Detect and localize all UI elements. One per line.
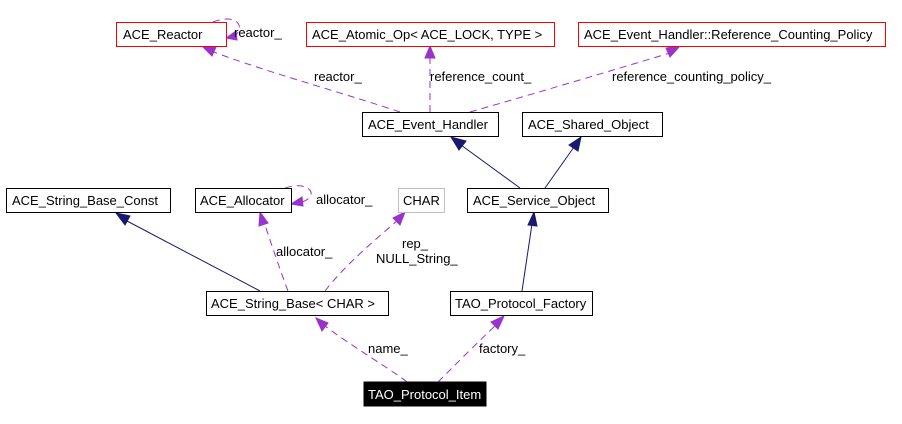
node-reference-counting-policy[interactable]: ACE_Event_Handler::Reference_Counting_Po… xyxy=(578,22,886,47)
node-ace-reactor[interactable]: ACE_Reactor xyxy=(116,22,227,47)
edge-label-allocator-self: allocator_ xyxy=(316,192,373,207)
edge-label-null-string: NULL_String_ xyxy=(376,251,458,266)
node-ace-string-base[interactable]: ACE_String_Base< CHAR > xyxy=(206,291,389,316)
node-label: ACE_Shared_Object xyxy=(528,117,649,132)
node-label: TAO_Protocol_Factory xyxy=(455,296,587,311)
edge-label-reactor-self: reactor_ xyxy=(234,25,282,40)
edge-allocator xyxy=(258,210,289,292)
edge-inherit-service-object xyxy=(521,210,538,292)
edge-inherit-event-handler xyxy=(449,136,521,189)
edge-label-reactor: reactor_ xyxy=(314,69,362,84)
node-label: ACE_String_Base_Const xyxy=(12,193,158,208)
edge-label-rep: rep_ xyxy=(402,236,429,251)
node-label: ACE_Allocator xyxy=(200,193,285,208)
node-label: TAO_Protocol_Item xyxy=(368,387,481,402)
node-ace-event-handler[interactable]: ACE_Event_Handler xyxy=(362,112,499,137)
edge-reference-count xyxy=(424,44,436,112)
node-label: ACE_Reactor xyxy=(123,27,203,42)
edge-label-reference-counting-policy: reference_counting_policy_ xyxy=(612,69,772,84)
edge-label-reference-count: reference_count_ xyxy=(430,69,532,84)
edge-inherit-string-base-const xyxy=(114,212,261,292)
edge-reactor-self xyxy=(212,18,240,41)
node-label: CHAR xyxy=(403,193,440,208)
node-ace-service-object[interactable]: ACE_Service_Object xyxy=(467,188,609,213)
edge-allocator-self xyxy=(284,185,312,207)
node-tao-protocol-item: TAO_Protocol_Item xyxy=(363,381,487,407)
edge-inherit-shared-object xyxy=(544,135,582,189)
edge-label-allocator: allocator_ xyxy=(276,244,333,259)
node-ace-allocator[interactable]: ACE_Allocator xyxy=(195,188,292,213)
node-label: ACE_Event_Handler xyxy=(368,117,489,132)
node-ace-string-base-const[interactable]: ACE_String_Base_Const xyxy=(6,188,171,213)
edge-reactor xyxy=(200,45,401,113)
node-ace-shared-object[interactable]: ACE_Shared_Object xyxy=(522,112,663,137)
edge-label-factory: factory_ xyxy=(479,341,526,356)
node-char[interactable]: CHAR xyxy=(398,188,445,213)
edge-rep xyxy=(324,210,406,292)
node-label: ACE_Atomic_Op< ACE_LOCK, TYPE > xyxy=(312,27,542,42)
node-label: ACE_String_Base< CHAR > xyxy=(211,296,375,311)
node-label: ACE_Event_Handler::Reference_Counting_Po… xyxy=(584,27,873,42)
edge-label-name: name_ xyxy=(368,341,409,356)
edge-factory xyxy=(437,314,506,383)
node-ace-atomic-op[interactable]: ACE_Atomic_Op< ACE_LOCK, TYPE > xyxy=(306,22,555,47)
edge-name xyxy=(315,317,408,383)
node-tao-protocol-factory[interactable]: TAO_Protocol_Factory xyxy=(450,291,593,316)
node-label: ACE_Service_Object xyxy=(473,193,595,208)
